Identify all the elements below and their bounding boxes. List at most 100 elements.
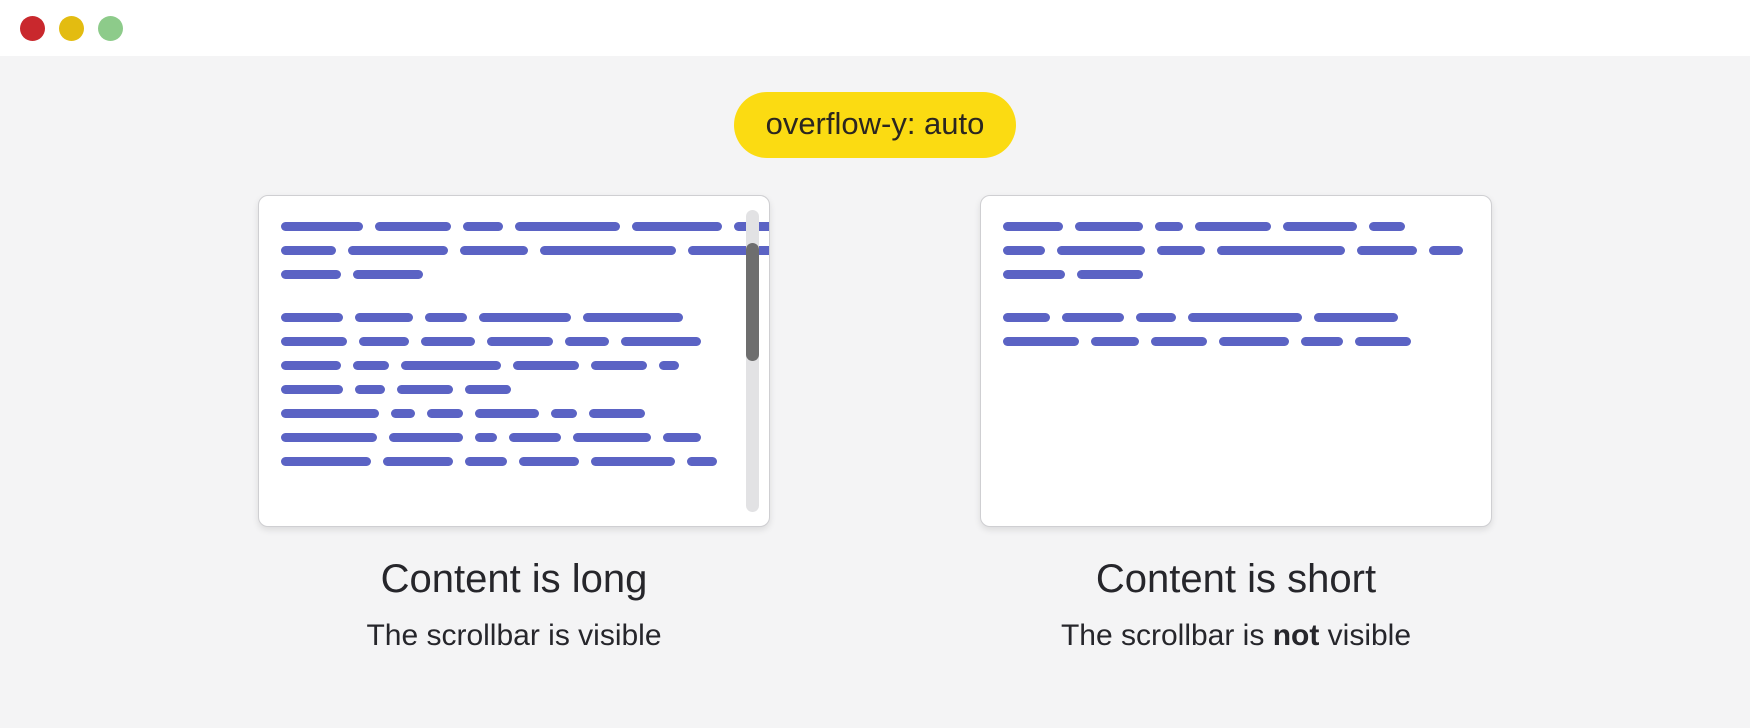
- placeholder-word-bar: [1314, 313, 1398, 322]
- content-card-long[interactable]: [258, 195, 770, 527]
- placeholder-word-bar: [1057, 246, 1145, 255]
- placeholder-word-bar: [1077, 270, 1143, 279]
- placeholder-word-bar: [1091, 337, 1139, 346]
- placeholder-word-bar: [687, 457, 717, 466]
- placeholder-line: [281, 433, 769, 442]
- placeholder-word-bar: [591, 361, 647, 370]
- placeholder-line: [281, 222, 769, 231]
- placeholder-word-bar: [463, 222, 503, 231]
- placeholder-word-bar: [1075, 222, 1143, 231]
- placeholder-word-bar: [391, 409, 415, 418]
- placeholder-word-bar: [1188, 313, 1302, 322]
- placeholder-word-bar: [1195, 222, 1271, 231]
- placeholder-word-bar: [479, 313, 571, 322]
- window-minimize-button[interactable]: [59, 15, 84, 41]
- placeholder-word-bar: [281, 361, 341, 370]
- placeholder-word-bar: [1301, 337, 1343, 346]
- placeholder-word-bar: [513, 361, 579, 370]
- placeholder-line: [1003, 270, 1491, 279]
- placeholder-word-bar: [281, 270, 341, 279]
- placeholder-word-bar: [353, 270, 423, 279]
- placeholder-word-bar: [281, 433, 377, 442]
- placeholder-line: [281, 409, 769, 418]
- scrollbar-thumb[interactable]: [746, 243, 759, 361]
- overflow-property-badge: overflow-y: auto: [733, 92, 1017, 158]
- placeholder-line: [281, 337, 769, 346]
- placeholder-word-bar: [1157, 246, 1205, 255]
- badge-row: overflow-y: auto: [0, 56, 1750, 158]
- placeholder-line: [281, 457, 769, 466]
- placeholder-word-bar: [281, 337, 347, 346]
- placeholder-paragraph: [1003, 222, 1491, 279]
- placeholder-word-bar: [355, 385, 385, 394]
- placeholder-word-bar: [1062, 313, 1124, 322]
- placeholder-word-bar: [353, 361, 389, 370]
- placeholder-word-bar: [589, 409, 645, 418]
- placeholder-line: [281, 385, 769, 394]
- scrollbar-track[interactable]: [746, 210, 759, 512]
- placeholder-word-bar: [1003, 270, 1065, 279]
- placeholder-word-bar: [465, 385, 511, 394]
- placeholder-word-bar: [487, 337, 553, 346]
- placeholder-word-bar: [1003, 222, 1063, 231]
- placeholder-word-bar: [515, 222, 620, 231]
- panel-title: Content is short: [1095, 557, 1377, 601]
- placeholder-word-bar: [383, 457, 453, 466]
- panel-subtitle: The scrollbar is visible: [366, 619, 662, 652]
- placeholder-line: [281, 270, 769, 279]
- placeholder-word-bar: [583, 313, 683, 322]
- placeholder-word-bar: [1369, 222, 1405, 231]
- placeholder-word-bar: [359, 337, 409, 346]
- placeholder-line: [281, 246, 769, 255]
- placeholder-word-bar: [1219, 337, 1289, 346]
- placeholder-word-bar: [621, 337, 701, 346]
- window-titlebar: [0, 0, 1750, 56]
- panel-subtitle: The scrollbar is not visible: [1060, 619, 1412, 652]
- panel-title: Content is long: [380, 557, 648, 601]
- placeholder-word-bar: [401, 361, 501, 370]
- placeholder-word-bar: [1003, 313, 1050, 322]
- placeholder-line: [1003, 337, 1491, 346]
- placeholder-word-bar: [281, 409, 379, 418]
- placeholder-word-bar: [659, 361, 679, 370]
- placeholder-paragraph: [1003, 313, 1491, 346]
- placeholder-word-bar: [397, 385, 453, 394]
- placeholder-word-bar: [460, 246, 528, 255]
- placeholder-word-bar: [509, 433, 561, 442]
- placeholder-word-bar: [1355, 337, 1411, 346]
- placeholder-word-bar: [1136, 313, 1176, 322]
- placeholder-word-bar: [1003, 246, 1045, 255]
- placeholder-word-bar: [475, 409, 539, 418]
- placeholder-word-bar: [465, 457, 507, 466]
- placeholder-word-bar: [551, 409, 577, 418]
- placeholder-word-bar: [389, 433, 463, 442]
- placeholder-word-bar: [632, 222, 722, 231]
- placeholder-content: [1003, 222, 1491, 346]
- placeholder-word-bar: [475, 433, 497, 442]
- content-card-short[interactable]: [980, 195, 1492, 527]
- placeholder-content: [281, 222, 769, 466]
- placeholder-word-bar: [663, 433, 701, 442]
- placeholder-word-bar: [688, 246, 769, 255]
- placeholder-line: [1003, 222, 1491, 231]
- placeholder-line: [1003, 313, 1491, 322]
- placeholder-word-bar: [1357, 246, 1417, 255]
- panel-subtitle-emphasis: not: [1272, 619, 1320, 652]
- window-maximize-button[interactable]: [98, 15, 123, 41]
- placeholder-word-bar: [519, 457, 579, 466]
- window-close-button[interactable]: [20, 15, 45, 41]
- placeholder-word-bar: [375, 222, 451, 231]
- placeholder-line: [281, 313, 769, 322]
- placeholder-word-bar: [1151, 337, 1207, 346]
- placeholder-word-bar: [540, 246, 676, 255]
- placeholder-word-bar: [425, 313, 467, 322]
- placeholder-word-bar: [281, 246, 336, 255]
- placeholder-line: [1003, 246, 1491, 255]
- placeholder-paragraph: [281, 313, 769, 466]
- placeholder-word-bar: [421, 337, 475, 346]
- placeholder-paragraph: [281, 222, 769, 279]
